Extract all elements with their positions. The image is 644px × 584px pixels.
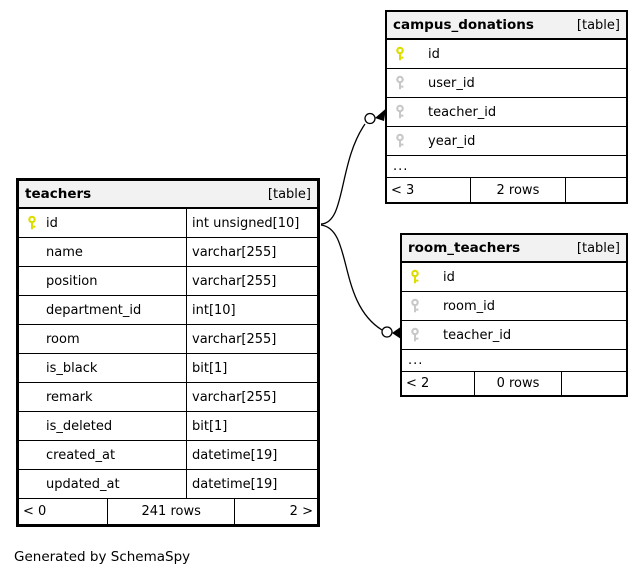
footer-row-count: 241 rows — [108, 499, 236, 524]
key-icon-spacer — [26, 331, 38, 347]
column-name: created_at — [46, 447, 116, 463]
column-name: teacher_id — [443, 327, 512, 343]
key-icon-spacer — [26, 389, 38, 405]
table-row: id int unsigned[10] — [19, 209, 317, 238]
hidden-columns-ellipsis: ... — [387, 156, 626, 178]
table-row: room varchar[255] — [19, 325, 317, 354]
table-footer: < 3 2 rows — [387, 178, 626, 202]
column-name: is_deleted — [46, 418, 113, 434]
foreign-key-icon — [394, 133, 406, 149]
column-name: is_black — [46, 360, 98, 376]
table-row: user_id — [387, 69, 626, 98]
column-type: int[10] — [192, 302, 236, 318]
key-icon-spacer — [26, 418, 38, 434]
table-badge: [table] — [576, 240, 620, 256]
key-icon-spacer — [26, 447, 38, 463]
key-icon-spacer — [26, 360, 38, 376]
hidden-columns-ellipsis: ... — [402, 350, 626, 372]
column-type: int unsigned[10] — [192, 215, 300, 231]
table-title[interactable]: teachers — [25, 186, 92, 202]
column-name: teacher_id — [428, 104, 497, 120]
table-row: id — [387, 40, 626, 69]
table-row: remark varchar[255] — [19, 383, 317, 412]
edge-teachers-campus-donations — [320, 108, 386, 225]
footer-next-count[interactable]: 2 > — [289, 504, 313, 519]
column-name: name — [46, 244, 83, 260]
table-node-teachers: teachers [table] id int unsigned[10] nam… — [16, 178, 320, 527]
table-row: year_id — [387, 127, 626, 156]
footer-next-count — [566, 178, 626, 202]
edge-circle-terminator — [381, 326, 393, 338]
column-type: bit[1] — [192, 418, 228, 434]
table-header-room-teachers[interactable]: room_teachers [table] — [402, 235, 626, 263]
footer-prev-count[interactable]: < 3 — [387, 178, 471, 202]
column-name: department_id — [46, 302, 142, 318]
column-name: position — [46, 273, 98, 289]
table-row: is_deleted bit[1] — [19, 412, 317, 441]
table-header-campus-donations[interactable]: campus_donations [table] — [387, 12, 626, 40]
table-badge: [table] — [267, 186, 311, 202]
key-icon-spacer — [26, 273, 38, 289]
primary-key-icon — [26, 215, 38, 231]
key-icon-spacer — [26, 244, 38, 260]
column-type: varchar[255] — [192, 389, 277, 405]
footer-row-count: 0 rows — [475, 372, 563, 395]
table-title[interactable]: room_teachers — [408, 240, 521, 256]
column-type: varchar[255] — [192, 273, 277, 289]
column-name: remark — [46, 389, 93, 405]
footer-prev-count[interactable]: < 0 — [19, 499, 109, 524]
table-row: teacher_id — [387, 98, 626, 127]
primary-key-icon — [409, 269, 421, 285]
column-name: id — [428, 46, 440, 62]
edge-teachers-room-teachers — [320, 224, 402, 339]
table-badge: [table] — [576, 17, 620, 33]
primary-key-icon — [394, 46, 406, 62]
foreign-key-icon — [409, 298, 421, 314]
foreign-key-icon — [409, 327, 421, 343]
column-type: varchar[255] — [192, 331, 277, 347]
generator-credit: Generated by SchemaSpy — [14, 549, 191, 565]
table-header-teachers[interactable]: teachers [table] — [19, 181, 317, 209]
table-node-campus-donations: campus_donations [table] id user_id teac… — [385, 10, 628, 204]
table-footer: < 0 241 rows 2 > — [19, 499, 317, 524]
table-row: updated_at datetime[19] — [19, 470, 317, 499]
footer-prev-count[interactable]: < 2 — [402, 372, 475, 395]
column-name: room_id — [443, 298, 495, 314]
edge-circle-terminator — [364, 112, 376, 125]
footer-next-count — [562, 372, 626, 395]
table-row: id — [402, 263, 626, 292]
footer-row-count: 2 rows — [471, 178, 567, 202]
table-row: room_id — [402, 292, 626, 321]
key-icon-spacer — [26, 302, 38, 318]
column-name: id — [443, 269, 455, 285]
table-row: created_at datetime[19] — [19, 441, 317, 470]
foreign-key-icon — [394, 104, 406, 120]
table-title[interactable]: campus_donations — [393, 17, 534, 33]
column-type: varchar[255] — [192, 244, 277, 260]
column-name: user_id — [428, 75, 475, 91]
column-name: room — [46, 331, 80, 347]
column-type: datetime[19] — [192, 447, 278, 463]
table-row: position varchar[255] — [19, 267, 317, 296]
table-node-room-teachers: room_teachers [table] id room_id teacher… — [400, 233, 628, 397]
table-row: department_id int[10] — [19, 296, 317, 325]
column-type: bit[1] — [192, 360, 228, 376]
column-name: id — [46, 215, 58, 231]
table-row: teacher_id — [402, 321, 626, 350]
key-icon-spacer — [26, 476, 38, 492]
column-type: datetime[19] — [192, 476, 278, 492]
foreign-key-icon — [394, 75, 406, 91]
column-name: year_id — [428, 133, 476, 149]
table-footer: < 2 0 rows — [402, 372, 626, 395]
column-name: updated_at — [46, 476, 120, 492]
table-row: is_black bit[1] — [19, 354, 317, 383]
table-row: name varchar[255] — [19, 238, 317, 267]
